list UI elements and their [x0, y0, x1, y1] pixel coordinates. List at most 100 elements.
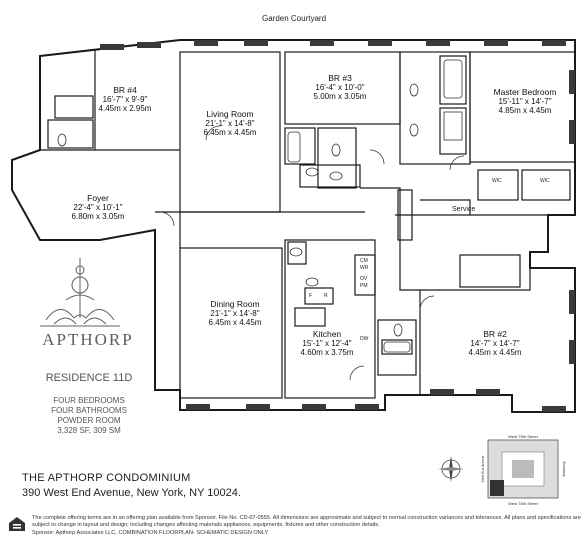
wall [354, 254, 376, 296]
window [542, 40, 566, 46]
spec-line: 3,328 SF, 309 SM [57, 426, 121, 435]
wall [284, 239, 376, 399]
room-name: Dining Room [210, 299, 260, 309]
room-imperial: 22'-4" x 10'-1" [73, 203, 123, 212]
courtyard-label: Garden Courtyard [262, 14, 327, 23]
keymap-south: West 78th Street [508, 501, 539, 506]
compass-icon [438, 456, 464, 482]
wall [439, 55, 467, 105]
sink [329, 171, 343, 181]
room-br2: BR #2 14'-7" x 14'-7" 4.45m x 4.45m [460, 330, 530, 358]
room-name: Kitchen [312, 329, 342, 339]
room-imperial: 14'-7" x 14'-7" [470, 339, 520, 348]
window [426, 40, 450, 46]
brand-name: APTHORP [42, 330, 134, 349]
disclaimer: The complete offering terms are in an of… [32, 515, 584, 537]
room-metric: 6.80m x 3.05m [71, 212, 125, 221]
wall [284, 127, 316, 165]
wall [360, 187, 420, 291]
wall [439, 107, 467, 155]
wall [54, 95, 94, 119]
window [310, 40, 334, 46]
wall [381, 339, 413, 355]
window [355, 404, 379, 410]
door-swing [205, 125, 221, 141]
room-metric: 6.45m x 4.45m [203, 128, 257, 137]
door-swing [159, 211, 175, 227]
room-name: BR #4 [113, 85, 137, 95]
room-imperial: 21'-1" x 14'-8" [205, 119, 255, 128]
room-metric: 4.60m x 3.75m [300, 348, 354, 357]
toilet [331, 143, 341, 157]
wall [287, 241, 307, 265]
fridge-r-label: R [324, 293, 328, 299]
room-imperial: 21'-1" x 14'-8" [210, 309, 260, 318]
condo-address: 390 West End Avenue, New York, NY 10024. [22, 487, 241, 499]
window [542, 406, 566, 412]
sink [305, 167, 319, 177]
wall [420, 199, 471, 215]
wr-label: WR [360, 265, 369, 271]
fridge-f-label: F [309, 293, 313, 299]
door-swing [349, 365, 365, 381]
bathtub [443, 59, 463, 99]
wall [377, 319, 417, 376]
wall [39, 49, 96, 150]
toilet [409, 83, 419, 97]
bathtub [383, 341, 411, 353]
spec-line: POWDER ROOM [57, 416, 121, 425]
wall [304, 287, 334, 305]
room-kitchen: Kitchen 15'-1" x 12'-4" 4.60m x 3.75m [292, 329, 362, 358]
room-name: Master Bedroom [493, 87, 557, 97]
pm-label: PM [360, 283, 368, 289]
wall [294, 307, 326, 327]
room-name: Foyer [87, 193, 109, 203]
room-imperial: 16'-4" x 10'-0" [315, 83, 365, 92]
window [100, 44, 124, 50]
service-label: Service [452, 206, 476, 213]
equal-housing-icon [9, 517, 25, 531]
window [569, 340, 575, 364]
room-metric: 4.85m x 4.45m [498, 106, 552, 115]
keymap-north: West 79th Street [508, 434, 539, 439]
residence-title: RESIDENCE 11D [45, 372, 133, 384]
window [368, 40, 392, 46]
bathtub [287, 131, 301, 163]
wall [521, 169, 571, 201]
room-metric: 5.00m x 3.05m [313, 92, 367, 101]
keymap-east: Broadway [562, 461, 566, 476]
apthorp-logo [40, 258, 120, 327]
room-imperial: 15'-1" x 12'-4" [302, 339, 352, 348]
toilet [409, 123, 419, 137]
room-living: Living Room 21'-1" x 14'-8" 6.45m x 4.45… [195, 109, 265, 138]
window [476, 389, 500, 395]
residence-specs: FOUR BEDROOMS FOUR BATHROOMS POWDER ROOM… [30, 396, 148, 436]
wall [317, 127, 357, 189]
ov-label: OV [360, 276, 368, 282]
window [246, 404, 270, 410]
keymap-west: West End Avenue [481, 455, 485, 482]
room-name: Living Room [206, 109, 254, 119]
wall [469, 51, 576, 163]
sponsor-text: Sponsor: Apthorp Associates LLC. COMBINA… [32, 529, 269, 536]
condo-name: THE APTHORP CONDOMINIUM [22, 472, 191, 484]
sink [289, 247, 303, 257]
door-swing [419, 295, 435, 311]
window [569, 290, 575, 314]
wall [397, 189, 413, 241]
wic-label: WIC [540, 178, 550, 184]
room-name: BR #3 [328, 73, 352, 83]
window [186, 404, 210, 410]
wall [477, 169, 519, 201]
window [430, 389, 454, 395]
room-imperial: 16'-7" x 9'-9" [102, 95, 148, 104]
room-dining: Dining Room 21'-1" x 14'-8" 6.45m x 4.45… [195, 299, 275, 328]
wall [47, 119, 94, 149]
window [484, 40, 508, 46]
window [137, 42, 161, 48]
wall [179, 247, 283, 399]
toilet [57, 133, 67, 147]
room-metric: 6.45m x 4.45m [208, 318, 262, 327]
door-swing [449, 155, 465, 171]
wic-label: WIC [492, 178, 502, 184]
